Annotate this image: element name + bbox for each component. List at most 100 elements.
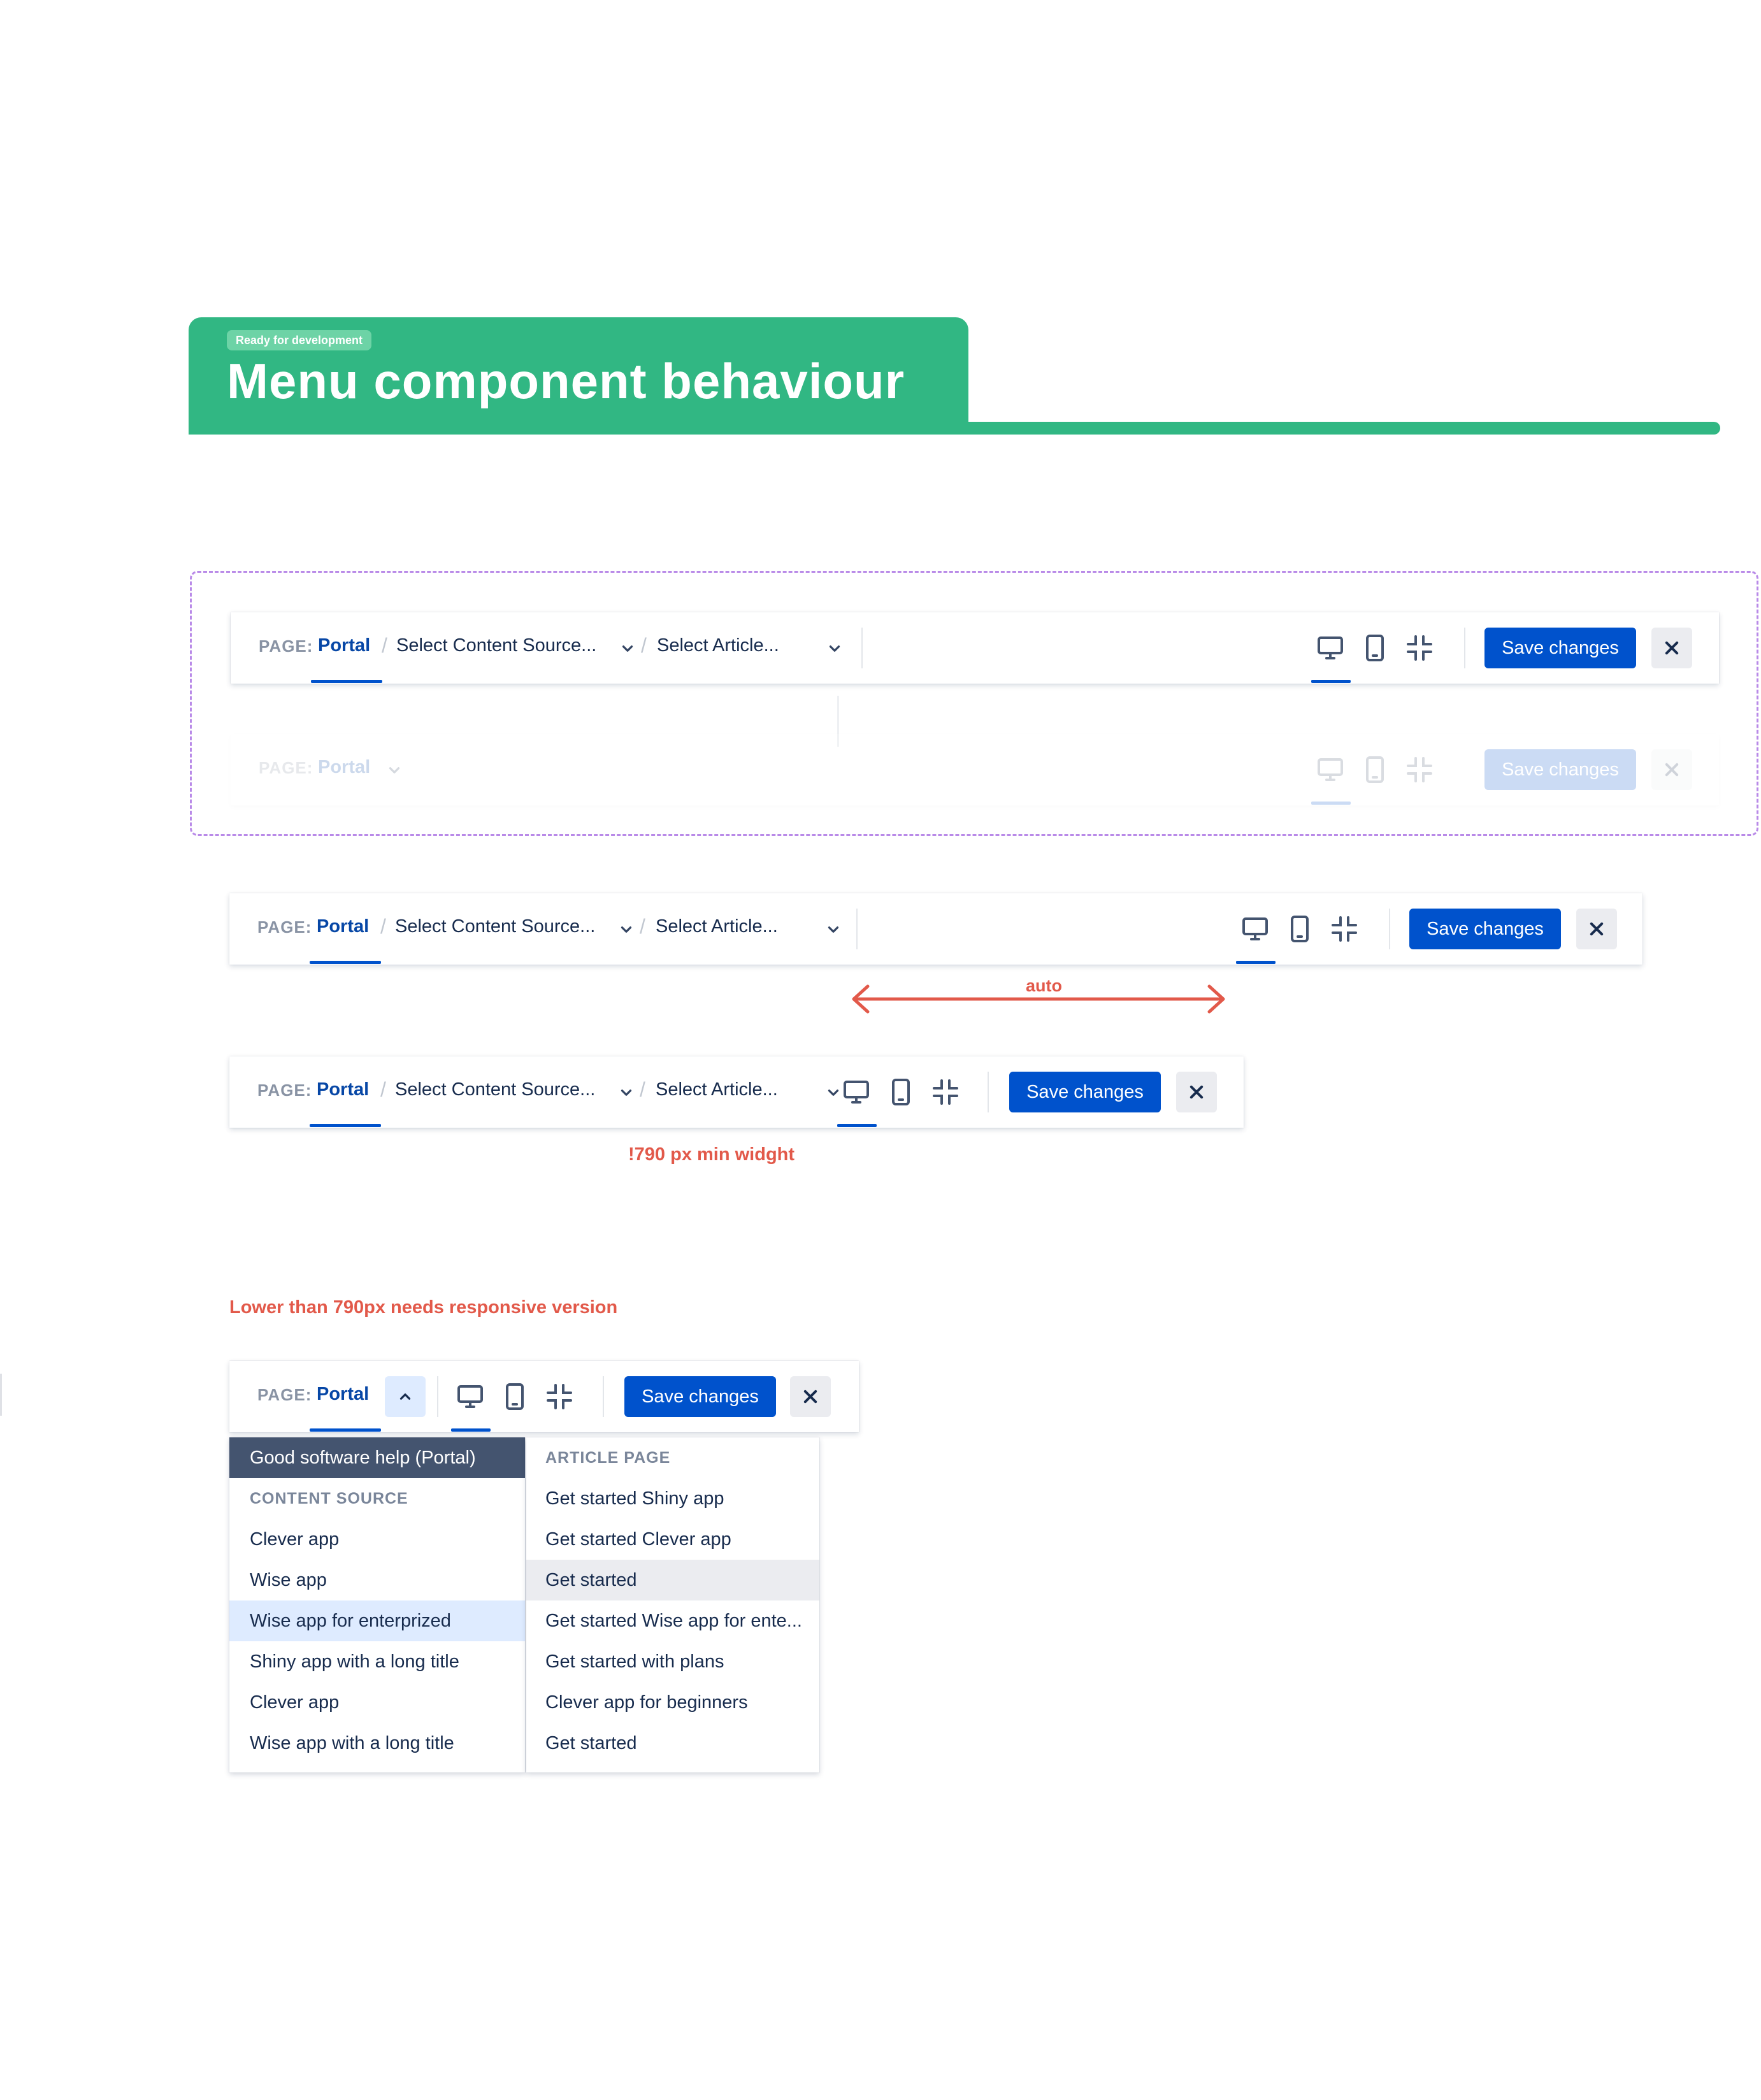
collapse-icon[interactable] [1329,914,1360,944]
mobile-icon[interactable] [1360,754,1390,785]
content-source-select[interactable]: Select Content Source... [395,916,596,937]
edge-marker [0,1374,2,1416]
auto-label: auto [1026,976,1062,995]
menu-item[interactable]: Get started Shiny app [545,1488,724,1509]
save-button[interactable]: Save changes [624,1376,776,1417]
article-select[interactable]: Select Article... [656,1079,778,1100]
toolbar-medium: PAGE: Portal / Select Content Source... … [229,893,1642,965]
page-label: PAGE: [257,1385,312,1404]
divider [437,1376,438,1417]
chevron-down-icon[interactable] [386,762,403,779]
divider [988,1072,989,1112]
close-icon [1665,763,1679,777]
close-button[interactable] [1651,749,1692,790]
breadcrumb-separator: / [380,915,386,938]
active-underline [451,1428,491,1432]
breadcrumb-separator: / [640,915,645,938]
article-select[interactable]: Select Article... [656,916,778,937]
divider [837,696,839,747]
close-button[interactable] [1576,909,1617,949]
close-button[interactable] [1176,1072,1217,1112]
chevron-down-icon[interactable] [619,640,636,657]
status-badge: Ready for development [227,330,372,350]
min-width-note: !790 px min widght [628,1144,795,1165]
menu-item[interactable]: Wise app [250,1570,327,1590]
breadcrumb-separator: / [641,634,647,657]
chevron-down-icon[interactable] [825,1084,842,1101]
active-underline [837,1124,877,1127]
page-label: PAGE: [259,758,313,777]
divider [1464,628,1465,668]
header-underline [189,422,1720,435]
menu-item[interactable]: Get started Clever app [545,1529,731,1550]
desktop-icon[interactable] [1240,914,1270,944]
mobile-icon[interactable] [886,1077,916,1107]
chevron-down-icon[interactable] [618,1084,635,1101]
desktop-icon[interactable] [1315,754,1346,785]
chevron-up-icon [399,1393,411,1400]
content-source-menu: Good software help (Portal) CONTENT SOUR… [229,1437,525,1773]
variant-frame [190,571,1758,836]
page-title: Menu component behaviour [227,353,905,409]
active-underline [1311,802,1351,805]
expand-menu-button[interactable] [385,1376,426,1417]
save-button[interactable]: Save changes [1009,1072,1161,1112]
page-label: PAGE: [257,917,312,937]
save-button[interactable]: Save changes [1484,628,1636,668]
chevron-down-icon[interactable] [825,921,842,938]
menu-group-header: ARTICLE PAGE [545,1449,671,1467]
desktop-icon[interactable] [455,1381,485,1412]
breadcrumb-separator: / [382,634,387,657]
content-source-select[interactable]: Select Content Source... [395,1079,596,1100]
collapse-icon[interactable] [1404,754,1435,785]
collapse-icon[interactable] [1404,633,1435,663]
mobile-icon[interactable] [1360,633,1390,663]
desktop-icon[interactable] [841,1077,872,1107]
divider [1389,909,1390,949]
close-button[interactable] [1651,628,1692,668]
desktop-icon[interactable] [1315,633,1346,663]
selected-page-item[interactable]: Good software help (Portal) [229,1437,525,1478]
menu-item[interactable]: Wise app with a long title [250,1733,454,1753]
close-icon [1590,922,1604,936]
collapse-icon[interactable] [544,1381,575,1412]
save-button[interactable]: Save changes [1409,909,1561,949]
menu-item[interactable]: Get started [545,1733,637,1753]
mobile-icon[interactable] [500,1381,530,1412]
page-selector[interactable]: Portal [317,1384,370,1404]
mobile-icon[interactable] [1284,914,1315,944]
menu-item-hovered[interactable]: Get started [526,1560,819,1600]
save-button[interactable]: Save changes [1484,749,1636,790]
menu-item[interactable]: Get started with plans [545,1651,724,1672]
breadcrumb-separator: / [640,1078,645,1101]
chevron-down-icon[interactable] [618,921,635,938]
page-selector[interactable]: Portal [318,757,371,777]
article-select[interactable]: Select Article... [657,635,779,656]
menu-item[interactable]: Clever app for beginners [545,1692,748,1713]
menu-item-selected[interactable]: Wise app for enterprized [229,1600,525,1641]
page-label: PAGE: [257,1081,312,1100]
menu-item[interactable]: Get started Wise app for ente... [545,1611,802,1631]
close-button[interactable] [790,1376,831,1417]
active-underline [310,1428,381,1432]
collapse-icon[interactable] [930,1077,961,1107]
page-label: PAGE: [259,636,313,656]
menu-item[interactable]: Clever app [250,1692,340,1713]
toolbar-min-width: PAGE: Portal / Select Content Source... … [229,1056,1244,1128]
page-selector[interactable]: Portal [317,1079,370,1100]
menu-item[interactable]: Clever app [250,1529,340,1550]
divider [861,628,863,668]
breadcrumb-separator: / [380,1078,386,1101]
content-source-select[interactable]: Select Content Source... [396,635,597,656]
page-selector[interactable]: Portal [317,916,370,937]
close-icon [1190,1085,1204,1099]
responsive-note: Lower than 790px needs responsive versio… [229,1297,618,1318]
active-underline [1311,680,1351,683]
article-menu: ARTICLE PAGE Get started Shiny app Get s… [526,1437,819,1773]
divider [856,909,858,949]
page-selector[interactable]: Portal [318,635,371,656]
close-icon [1665,641,1679,655]
active-underline [311,680,382,683]
chevron-down-icon[interactable] [826,640,843,657]
menu-item[interactable]: Shiny app with a long title [250,1651,459,1672]
